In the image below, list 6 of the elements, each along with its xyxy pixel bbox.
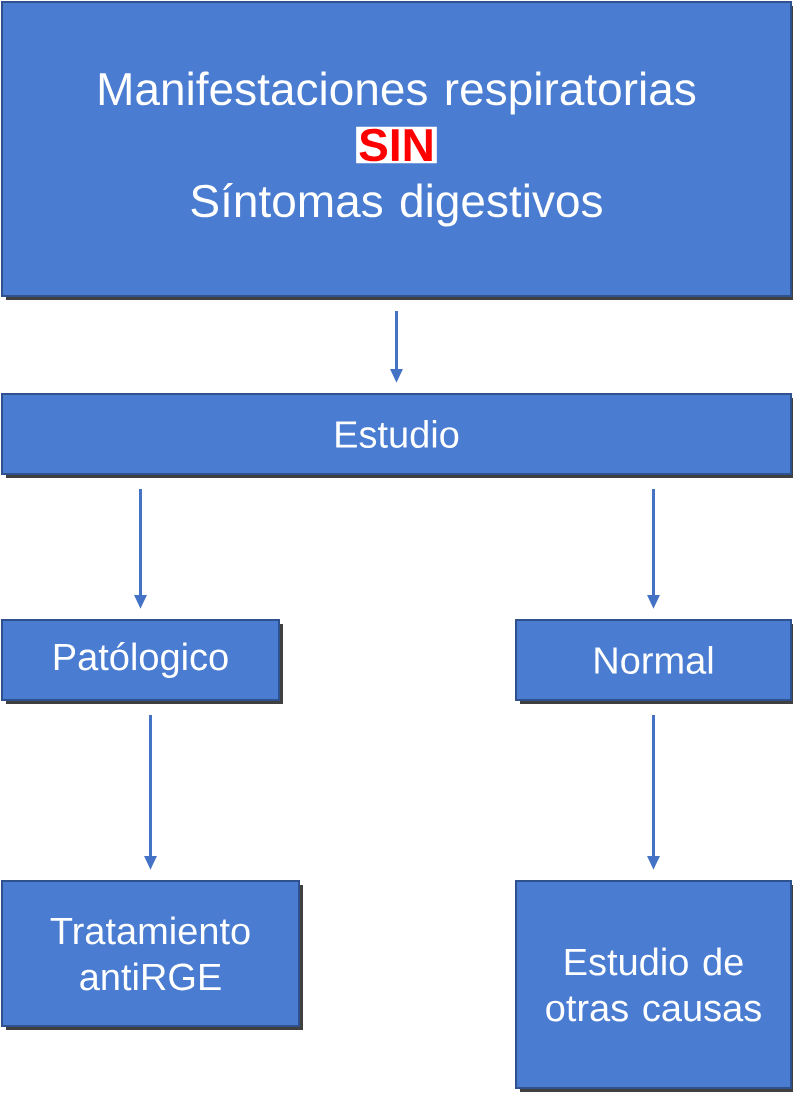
process-box: Tratamiento antiRGE [1, 880, 303, 1030]
process-box: Patólogico [1, 619, 283, 704]
process-box: Normal [515, 619, 793, 704]
process-box: Estudio de otras causas [515, 880, 793, 1092]
process-box: Manifestaciones respiratorias SIN Síntomas digestivos [1, 1, 793, 300]
process-box: Estudio [1, 393, 793, 478]
